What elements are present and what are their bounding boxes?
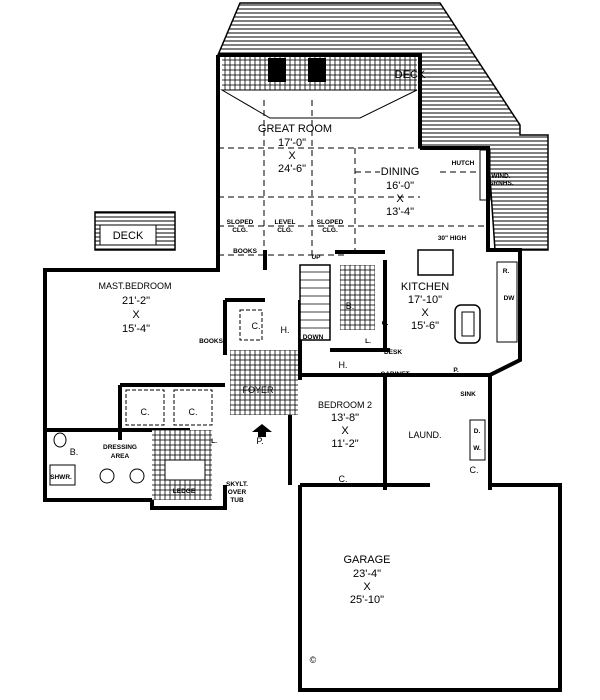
great-room-width: 17'-0" <box>278 137 306 149</box>
kitchen-bar <box>417 249 454 276</box>
cabinet-label: CABINET <box>381 371 410 378</box>
refrigerator-label: R. <box>503 268 510 275</box>
room-labels: DECK GREAT ROOM 17'-0" X 24'-6" DINING 1… <box>50 69 515 665</box>
books-label: BOOKS <box>233 248 258 255</box>
shower-label: SHWR. <box>50 474 72 481</box>
wind-label: WIND. <box>491 173 510 180</box>
garage-x: X <box>363 581 371 593</box>
high-label: 30" HIGH <box>438 235 467 242</box>
dining-width: 16'-0" <box>386 180 414 192</box>
entry-arrow-icon <box>252 424 272 437</box>
bedroom2-closet-label: C. <box>339 474 348 484</box>
ceiling-label: SLOPED <box>227 219 254 226</box>
hall-label: H. <box>281 325 290 335</box>
kitchen-depth: 15'-6" <box>411 320 439 332</box>
dishwasher-label: DW <box>504 295 516 302</box>
sink-label: SINK <box>460 391 476 398</box>
garage-walls <box>298 483 562 692</box>
closet-b-label: C. <box>189 407 198 417</box>
porch-label: P. <box>256 436 263 446</box>
bath1-label: B. <box>70 447 79 457</box>
deck-top-label: DECK <box>395 69 426 81</box>
great-room-x: X <box>288 150 296 162</box>
foyer-floor <box>230 350 298 415</box>
master-depth: 15'-4" <box>122 323 150 335</box>
up-label: UP <box>311 254 321 261</box>
skylight-tub-label: TUB <box>230 497 244 504</box>
ceiling-label: CLG. <box>277 227 293 234</box>
dressing-label: DRESSING <box>103 444 137 451</box>
kitchen-x: X <box>421 307 429 319</box>
bedroom2-label: BEDROOM 2 <box>318 400 372 410</box>
dressing-area-label: AREA <box>111 453 130 460</box>
dining-depth: 13'-4" <box>386 206 414 218</box>
down-label: DOWN <box>303 334 324 341</box>
great-room-label: GREAT ROOM <box>258 123 332 135</box>
closet-a-label: C. <box>141 407 150 417</box>
stairs[interactable] <box>299 264 331 341</box>
desk-label: DESK <box>384 349 402 356</box>
pantry-label: P. <box>453 367 458 374</box>
ceiling-label: CLG. <box>232 227 248 234</box>
ceiling-label: CLG. <box>322 227 338 234</box>
exterior-wall <box>43 55 227 510</box>
ceiling-label: LEVEL <box>275 219 296 226</box>
linen2-label: L. <box>211 438 217 445</box>
deck-small-label: DECK <box>113 230 144 242</box>
hall-closet-label: C. <box>252 321 261 331</box>
hall-label-2: H. <box>339 360 348 370</box>
dryer-label: D. <box>474 428 481 435</box>
garage-width: 23'-4" <box>353 568 381 580</box>
linen-label: L. <box>365 338 371 345</box>
ledge-label: LEDGE <box>173 488 196 495</box>
grnhs-label: GRNHS. <box>488 180 513 187</box>
books-label-mid: BOOKS <box>199 338 224 345</box>
garage-depth: 25'-10" <box>350 594 384 606</box>
skylight-over-label: OVER <box>228 489 247 496</box>
master-x: X <box>132 309 140 321</box>
great-room-depth: 24'-6" <box>278 163 306 175</box>
garage-label: GARAGE <box>343 554 390 566</box>
dining-x: X <box>396 193 404 205</box>
bedroom2-depth: 11'-2" <box>331 438 358 450</box>
ceiling-lines <box>218 100 488 256</box>
hutch-label: HUTCH <box>452 160 475 167</box>
bedroom2-width: 13'-8" <box>331 412 359 424</box>
kitchen-label: KITCHEN <box>401 281 449 293</box>
copyright-mark: © <box>310 655 317 665</box>
foyer-label: FOYER <box>242 385 274 395</box>
ceiling-label: SLOPED <box>317 219 344 226</box>
master-width: 21'-2" <box>122 295 150 307</box>
laundry-label: LAUND. <box>408 430 441 440</box>
washer-label: W. <box>473 445 481 452</box>
bedroom2-x: X <box>341 425 349 437</box>
kitchen-width: 17'-10" <box>408 294 442 306</box>
oven-label: O. <box>382 320 389 327</box>
dining-label: DINING <box>381 166 420 178</box>
laundry-closet-label: C. <box>470 465 479 475</box>
master-label: MAST.BEDROOM <box>98 281 171 291</box>
bath2-label: B. <box>346 301 355 311</box>
skylight-label: SKYLT. <box>226 481 248 488</box>
